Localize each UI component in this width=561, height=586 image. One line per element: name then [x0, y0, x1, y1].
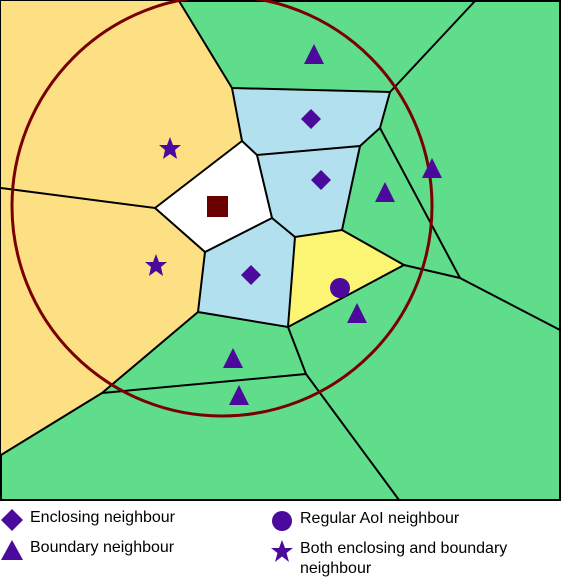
legend-label-boundary: Boundary neighbour — [30, 539, 175, 556]
circle-icon — [272, 511, 292, 531]
boundary-neighbour-triangle — [375, 182, 395, 202]
both-neighbour-star — [145, 254, 167, 276]
enclosing-neighbour-markers — [241, 109, 331, 285]
boundary-neighbour-triangle — [223, 348, 243, 368]
legend-item-enclosing: Enclosing neighbour — [0, 508, 175, 532]
legend-label-enclosing: Enclosing neighbour — [30, 509, 175, 526]
boundary-neighbour-markers — [223, 44, 442, 405]
legend-label-regular: Regular AoI neighbour — [300, 510, 460, 527]
boundary-neighbour-triangle — [347, 303, 367, 323]
voronoi-cell-left-lower — [1, 188, 205, 455]
enclosing-neighbour-diamond — [311, 170, 331, 190]
regular-neighbour-circle — [330, 278, 350, 298]
diamond-icon — [1, 509, 23, 531]
boundary-neighbour-triangle — [422, 158, 442, 178]
both-neighbour-star — [159, 137, 181, 159]
legend-item-both: Both enclosing and boundary neighbour — [270, 539, 550, 579]
voronoi-cell-left — [1, 1, 242, 208]
star-icon — [271, 540, 293, 562]
voronoi-edges — [0, 0, 561, 501]
enclosing-neighbour-diamond — [301, 109, 321, 129]
triangle-icon — [1, 540, 23, 560]
enclosing-neighbour-diamond — [241, 265, 261, 285]
aoi-circle — [10, 0, 434, 418]
legend-item-regular: Regular AoI neighbour — [270, 509, 459, 533]
legend-label-both: Both enclosing and boundary neighbour — [300, 540, 508, 577]
boundary-neighbour-triangle — [229, 385, 249, 405]
boundary-neighbour-triangle — [304, 44, 324, 64]
voronoi-cell-regular — [288, 230, 404, 327]
self-node-square — [207, 196, 228, 217]
legend-item-boundary: Boundary neighbour — [0, 538, 174, 562]
voronoi-cell-enclosing-right — [257, 146, 360, 237]
both-neighbour-markers — [145, 137, 181, 276]
